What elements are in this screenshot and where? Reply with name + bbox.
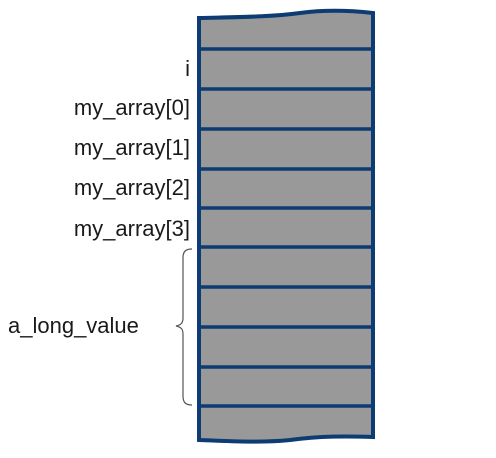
- curly-brace-icon: [175, 248, 193, 406]
- label-a-long-value: a_long_value: [8, 313, 139, 338]
- memory-cell-dividers: [199, 47, 373, 408]
- label-my-array-2: my_array[2]: [73, 175, 190, 200]
- label-my-array-0: my_array[0]: [73, 95, 190, 120]
- label-my-array-3: my_array[3]: [73, 216, 190, 241]
- label-i: i: [185, 56, 190, 81]
- memory-column: [197, 8, 375, 444]
- label-my-array-1: my_array[1]: [73, 135, 190, 160]
